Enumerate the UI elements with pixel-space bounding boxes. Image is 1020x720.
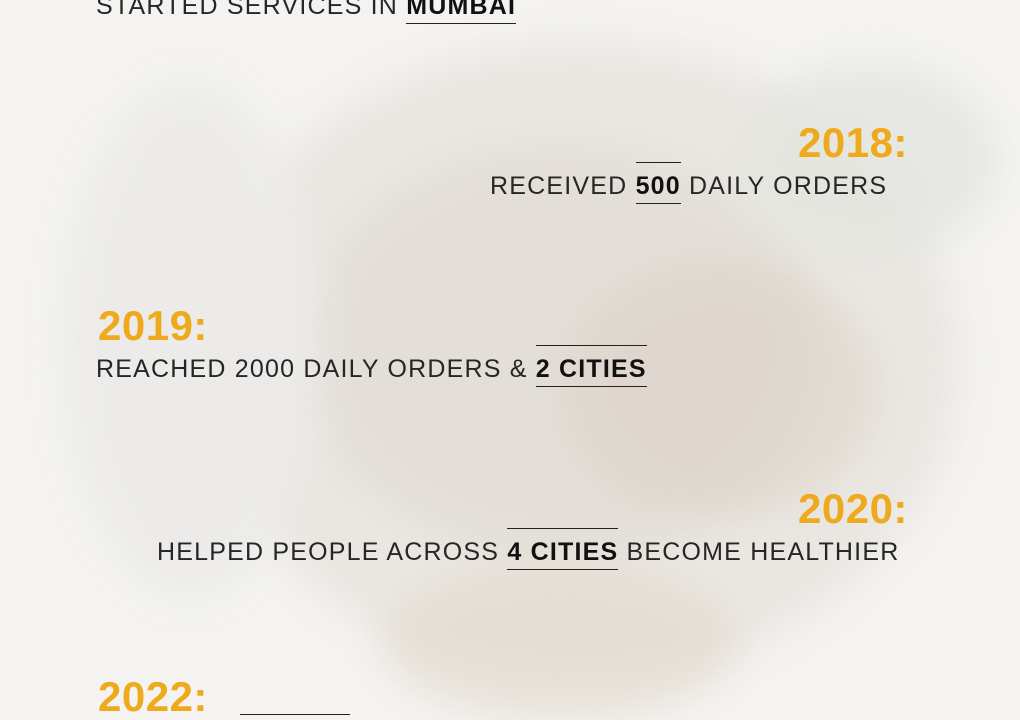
entry-text: RECEIVED <box>490 172 636 200</box>
year-2020: 2020: <box>798 485 908 532</box>
timeline-text-mumbai: STARTED SERVICES IN MUMBAI <box>96 0 517 24</box>
highlight-500: 500 <box>635 162 682 204</box>
entry-suffix: BECOME HEALTHIER <box>618 538 900 566</box>
entry-text: STARTED SERVICES IN <box>96 0 407 20</box>
year-2018: 2018: <box>798 119 908 166</box>
entry-text: HELPED PEOPLE ACROSS <box>157 538 508 566</box>
highlight-rule <box>240 714 350 715</box>
entry-text: REACHED 2000 DAILY ORDERS & <box>96 355 536 383</box>
highlight-4-cities: 4 CITIES <box>507 528 619 570</box>
timeline-text-2019: REACHED 2000 DAILY ORDERS & 2 CITIES <box>96 345 647 387</box>
timeline-text-2018: RECEIVED 500 DAILY ORDERS <box>490 162 888 204</box>
year-2022: 2022: <box>98 673 208 720</box>
entry-suffix: DAILY ORDERS <box>680 172 888 200</box>
highlight-2-cities: 2 CITIES <box>535 345 647 387</box>
year-2019: 2019: <box>98 302 208 349</box>
highlight-mumbai: MUMBAI <box>406 0 517 24</box>
timeline-text-2020: HELPED PEOPLE ACROSS 4 CITIES BECOME HEA… <box>157 528 900 570</box>
